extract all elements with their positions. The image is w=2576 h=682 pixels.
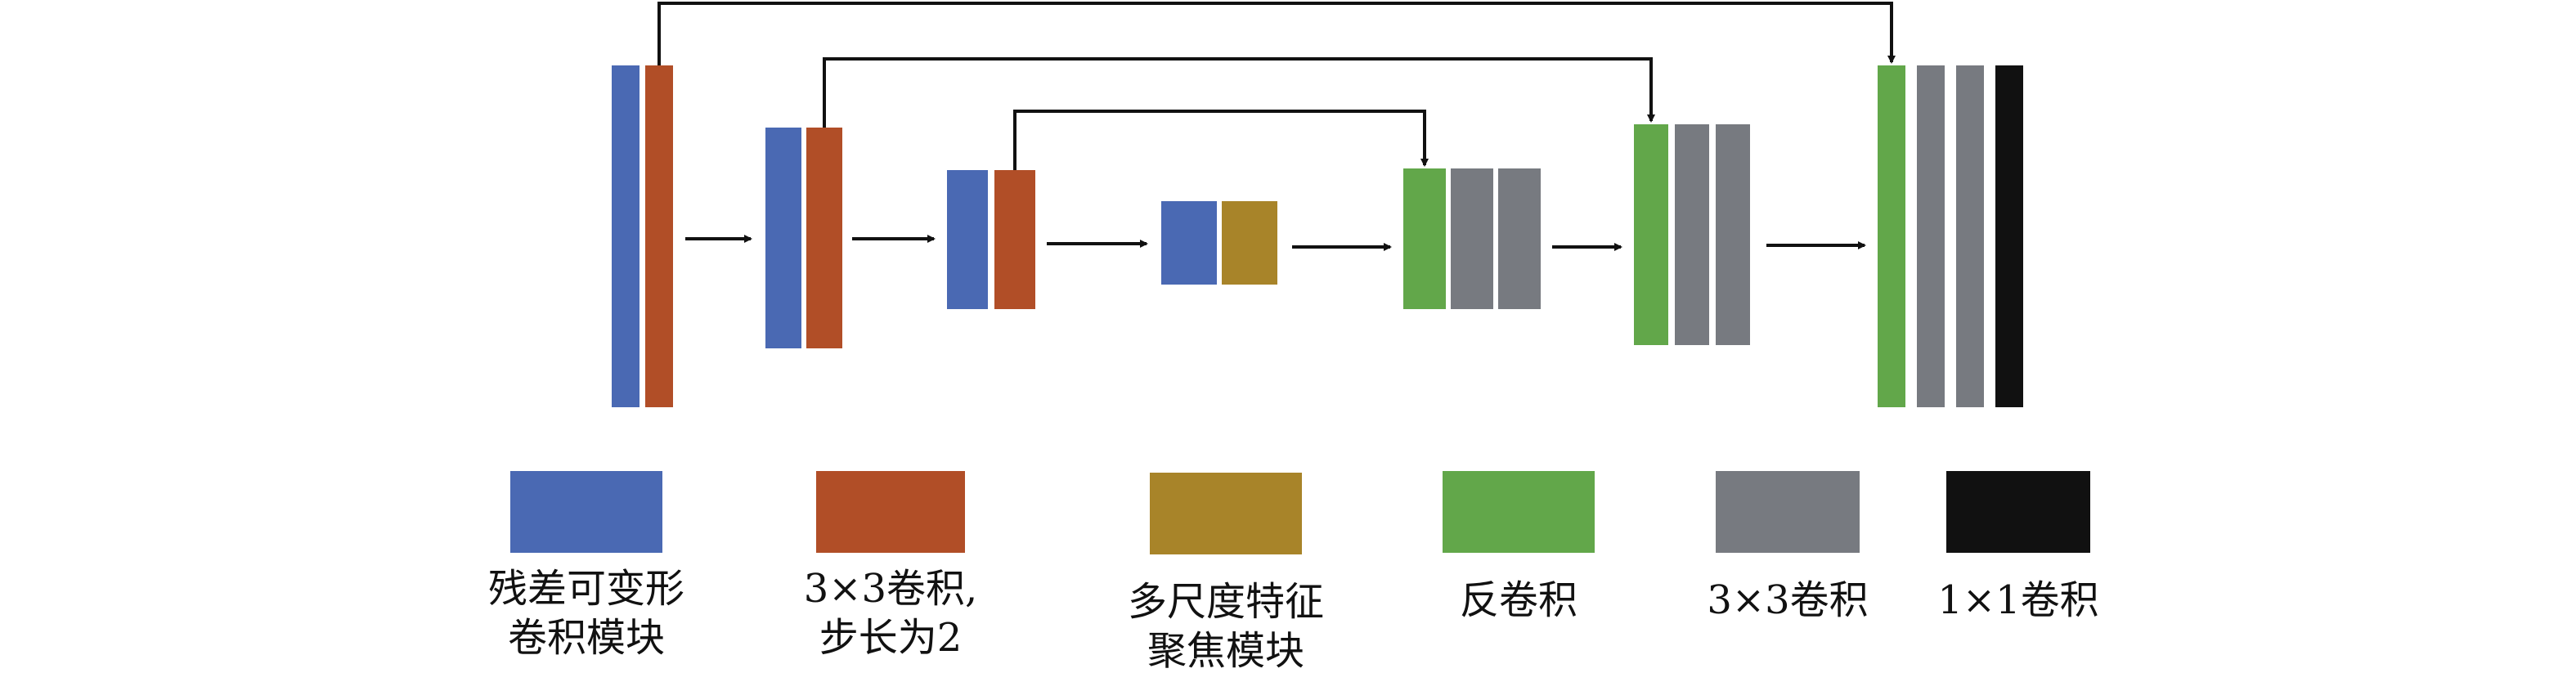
legend-item-msff: 多尺度特征 聚焦模块 (1128, 473, 1324, 674)
legend-item-deconv: 反卷积 (1443, 471, 1595, 623)
legend-label-line: 步长为2 (819, 615, 963, 661)
residual-deformable-block (1161, 201, 1217, 285)
conv3x3-block (1716, 124, 1750, 345)
conv3x3-block (1451, 168, 1493, 309)
encoder-stage-2 (765, 128, 842, 348)
conv3x3-block (1675, 124, 1709, 345)
conv1x1-block (1995, 65, 2023, 407)
decoder-stage-2 (1634, 124, 1750, 345)
legend-item-conv3-stride2: 3×3卷积, 步长为2 (804, 471, 978, 661)
decoder-stage-1 (1403, 168, 1541, 309)
deconv-block (1634, 124, 1668, 345)
conv3x3-stride2-block (994, 170, 1035, 309)
legend-item-conv3: 3×3卷积 (1707, 471, 1869, 623)
conv3x3-block (1917, 65, 1945, 407)
residual-deformable-block (612, 65, 640, 407)
bottleneck-stage (1161, 201, 1277, 285)
conv3x3-block (1498, 168, 1541, 309)
legend-swatch-blue (510, 471, 662, 553)
deconv-block (1878, 65, 1905, 407)
conv3x3-stride2-block (806, 128, 842, 348)
legend-item-res-deform: 残差可变形 卷积模块 (488, 471, 684, 661)
deconv-block (1403, 168, 1446, 309)
forward-arrows (685, 235, 1866, 251)
legend-label-line: 多尺度特征 (1128, 579, 1324, 625)
skip-connection-middle (823, 57, 1655, 128)
legend-label-line: 残差可变形 (488, 566, 684, 612)
residual-deformable-block (947, 170, 988, 309)
residual-deformable-block (765, 128, 801, 348)
skip-connections (657, 2, 1896, 170)
legend-label-line: 聚焦模块 (1147, 628, 1304, 674)
legend-label-line: 3×3卷积, (804, 566, 978, 612)
legend-swatch-gray (1716, 471, 1860, 553)
legend: 残差可变形 卷积模块 3×3卷积, 步长为2 多尺度特征 聚焦模块 反卷积 3×… (488, 471, 2099, 674)
conv3x3-block (1956, 65, 1984, 407)
legend-swatch-gold (1150, 473, 1302, 554)
legend-label-line: 3×3卷积 (1707, 577, 1868, 623)
legend-swatch-orange (816, 471, 965, 553)
legend-label-line: 反卷积 (1460, 577, 1577, 623)
decoder-stage-3 (1878, 65, 2023, 407)
legend-swatch-green (1443, 471, 1595, 553)
legend-label-line: 卷积模块 (508, 615, 665, 661)
conv3x3-stride2-block (645, 65, 673, 407)
encoder-stage-3 (947, 170, 1035, 309)
legend-label-line: 1×1卷积 (1937, 577, 2098, 623)
multiscale-focus-block (1222, 201, 1277, 285)
skip-connection-outer (657, 2, 1896, 65)
legend-swatch-black (1946, 471, 2090, 553)
encoder-stage-1 (612, 65, 673, 407)
skip-connection-inner (1013, 110, 1429, 170)
legend-item-conv1: 1×1卷积 (1937, 471, 2099, 623)
